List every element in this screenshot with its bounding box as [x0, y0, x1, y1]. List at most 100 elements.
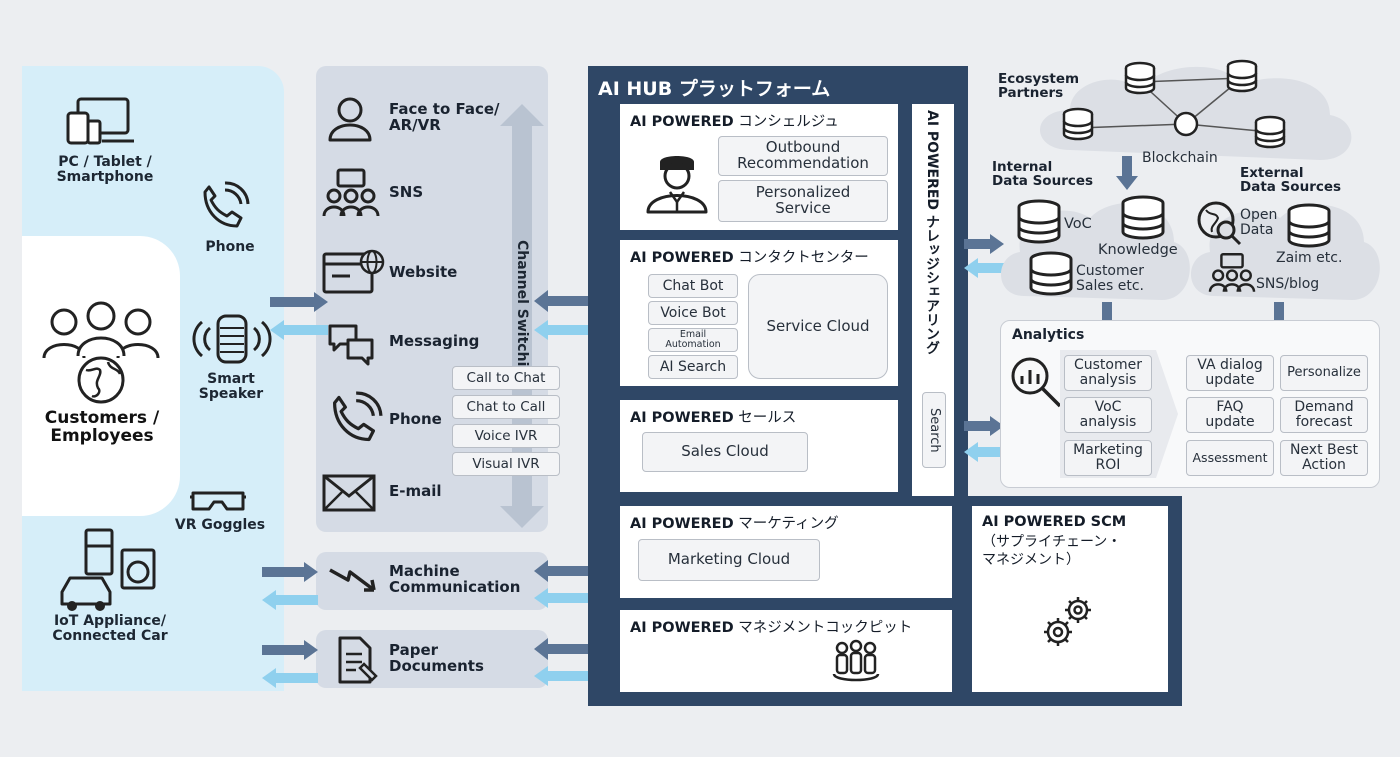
- zaim-label: Zaim etc.: [1276, 250, 1343, 266]
- sns-blog-label: SNS/blog: [1256, 276, 1320, 292]
- faq-update-box: FAQ update: [1186, 397, 1274, 433]
- knowledge-database-icon: [1121, 195, 1165, 240]
- channel-switching-label: Channel Switching: [514, 240, 530, 387]
- voc-analysis-box: VoC analysis: [1064, 397, 1152, 433]
- smart-speaker-label: Smart Speaker: [198, 371, 264, 402]
- channel-email: E-mail: [389, 482, 442, 500]
- customer-database-icon: [1029, 251, 1073, 296]
- voice-bot-box: Voice Bot: [648, 301, 738, 325]
- arrow-out-machine: [262, 590, 318, 610]
- channel-machine-communication: Machine Communication: [389, 562, 521, 596]
- analytics-icon: [1011, 357, 1062, 408]
- customer-analysis-box: Customer analysis: [1064, 355, 1152, 391]
- concierge-icon: [646, 156, 708, 214]
- va-dialog-update-box: VA dialog update: [1186, 355, 1274, 391]
- marketing-roi-box: Marketing ROI: [1064, 440, 1152, 476]
- knowledge-source-label: Knowledge: [1098, 242, 1178, 258]
- personalize-box: Personalize: [1280, 355, 1368, 391]
- arrow-blockchain-down: [1116, 156, 1138, 190]
- voc-database-icon: [1017, 199, 1061, 244]
- next-best-action-box: Next Best Action: [1280, 440, 1368, 476]
- scm-panel: [972, 506, 1168, 692]
- arrow-machine-hub-double: [534, 560, 610, 582]
- customer-sales-label: Customer Sales etc.: [1076, 263, 1145, 295]
- chat-bot-box: Chat Bot: [648, 274, 738, 298]
- service-cloud-box: Service Cloud: [748, 274, 888, 379]
- machine-panel: [316, 552, 548, 610]
- channel-phone: Phone: [389, 410, 442, 428]
- concierge-title: AI POWERED コンシェルジュ: [630, 114, 839, 130]
- vr-goggles-label: VR Goggles: [174, 517, 266, 533]
- marketing-cloud-box: Marketing Cloud: [638, 539, 820, 581]
- customers-employees-label: Customers / Employees: [44, 408, 160, 446]
- sales-cloud-box: Sales Cloud: [642, 432, 808, 472]
- ai-hub-title: AI HUB プラットフォーム: [598, 78, 831, 100]
- cockpit-title: AI POWERED マネジメントコックピット: [630, 620, 913, 636]
- open-data-globe-icon: [1197, 201, 1242, 246]
- contact-center-title: AI POWERED コンタクトセンター: [630, 250, 869, 266]
- scm-subtitle: （サプライチェーン・ マネジメント）: [982, 534, 1122, 568]
- external-data-sources-label: External Data Sources: [1240, 165, 1342, 196]
- channel-website: Website: [389, 263, 458, 281]
- sns-icon: [322, 168, 380, 217]
- phone-option: Voice IVR: [452, 424, 560, 448]
- sales-title: AI POWERED セールス: [630, 410, 797, 426]
- gears-icon: [1044, 597, 1091, 646]
- external-cloud: [1190, 204, 1380, 300]
- internal-data-sources-label: Internal Data Sources: [992, 159, 1094, 190]
- channel-sns: SNS: [389, 183, 424, 201]
- customers-icon: [42, 301, 160, 404]
- knowledge-search-box: Search: [922, 392, 946, 468]
- phone-option: Call to Chat: [452, 366, 560, 390]
- email-automation-box: Email Automation: [648, 328, 738, 352]
- document-icon: [338, 636, 378, 684]
- voc-source-label: VoC: [1064, 216, 1092, 232]
- phone-icon: [203, 181, 250, 228]
- arrow-channels-hub-double: [534, 290, 610, 312]
- sns-blog-icon: [1208, 253, 1256, 292]
- phone-option: Visual IVR: [452, 452, 560, 476]
- devices-icon: [66, 97, 134, 145]
- cockpit-panel: [620, 610, 952, 692]
- personalized-service-box: Personalized Service: [718, 180, 888, 222]
- ai-search-box: AI Search: [648, 355, 738, 379]
- channel-messaging: Messaging: [389, 332, 480, 350]
- arrow-analytics-to-hub: [964, 442, 1004, 462]
- arrow-out-paper: [262, 668, 318, 688]
- blockchain-label: Blockchain: [1142, 150, 1218, 166]
- arrow-into-paper: [262, 640, 318, 660]
- assessment-box: Assessment: [1186, 440, 1274, 476]
- paper-panel: [316, 630, 548, 688]
- scm-title: AI POWERED SCM: [982, 514, 1127, 530]
- iot-label: IoT Appliance/ Connected Car: [52, 613, 168, 644]
- face-to-face-icon: [328, 97, 372, 142]
- knowledge-sharing-title: AI POWERED ナレッジシェアリング: [924, 110, 940, 355]
- arrow-into-machine: [262, 562, 318, 582]
- zaim-database-icon: [1287, 203, 1331, 248]
- lightning-icon: [329, 568, 376, 592]
- phone-channel-icon: [333, 391, 383, 442]
- open-data-label: Open Data: [1240, 207, 1278, 239]
- team-icon: [832, 639, 880, 682]
- channel-face-to-face: Face to Face/ AR/VR: [389, 100, 500, 134]
- arrow-paper-hub-double: [534, 638, 610, 660]
- arrow-hub-to-analytics: [964, 416, 1004, 436]
- email-icon: [322, 474, 376, 512]
- messaging-icon: [328, 324, 374, 366]
- vr-goggles-icon: [190, 491, 246, 511]
- website-icon: [322, 249, 385, 294]
- arrow-into-channels: [270, 292, 328, 312]
- arrow-out-channels: [270, 320, 328, 340]
- pc-tablet-label: PC / Tablet / Smartphone: [56, 154, 154, 185]
- phone-option: Chat to Call: [452, 395, 560, 419]
- arrow-hub-to-data: [964, 234, 1004, 254]
- marketing-title: AI POWERED マーケティング: [630, 516, 839, 532]
- outbound-recommendation-box: Outbound Recommendation: [718, 136, 888, 176]
- blockchain-network: [1062, 59, 1286, 149]
- demand-forecast-box: Demand forecast: [1280, 397, 1368, 433]
- analytics-title: Analytics: [1012, 327, 1085, 343]
- iot-appliance-icon: [60, 528, 156, 611]
- arrow-data-to-hub: [964, 258, 1004, 278]
- phone-device-label: Phone: [205, 239, 255, 255]
- smart-speaker-icon: [192, 314, 272, 364]
